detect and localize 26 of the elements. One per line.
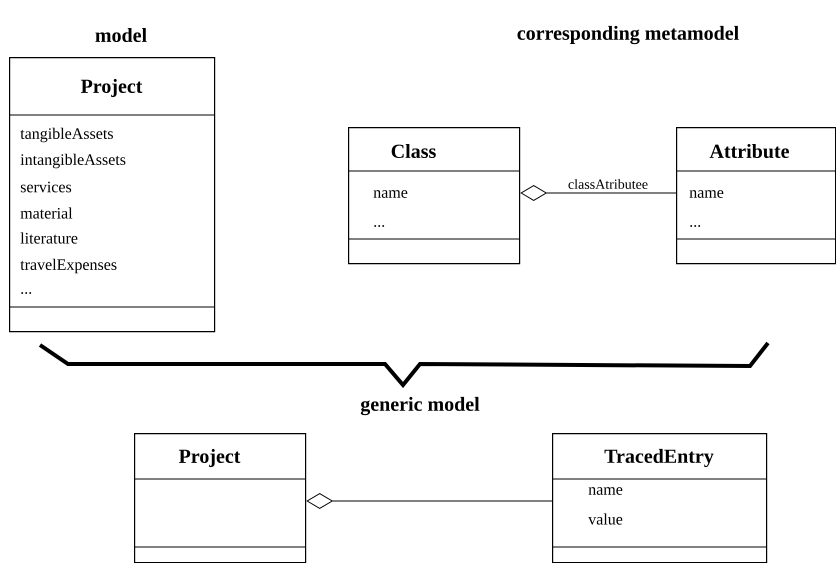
class-name: TracedEntry [604,448,714,468]
class-name: Attribute [710,144,789,158]
attribute-name: ... [374,225,384,227]
edge-label: classAtributee [566,178,650,190]
attribute-name: travelExpenses [20,258,116,274]
attribute-name: material [20,207,72,219]
class-name: Project [178,448,240,468]
attribute-name: ... [21,292,32,294]
section-title: corresponding metamodel [518,26,739,44]
class-box [552,433,768,563]
attribute-name: name [374,190,408,198]
class-box [348,127,520,264]
class-box [134,433,306,563]
attribute-name: value [588,513,622,525]
class-box [9,57,216,332]
class-box [676,127,836,264]
attribute-name: intangibleAssets [20,154,126,168]
class-name: Project [80,78,142,98]
attribute-name: name [690,190,724,198]
attribute-name: literature [20,232,78,244]
class-name: Class [392,144,436,158]
attribute-name: ... [690,225,700,227]
attribute-name: services [20,182,72,192]
section-title: generic model [360,396,480,416]
attribute-name: name [588,487,622,495]
attribute-name: tangibleAssets [20,128,113,142]
